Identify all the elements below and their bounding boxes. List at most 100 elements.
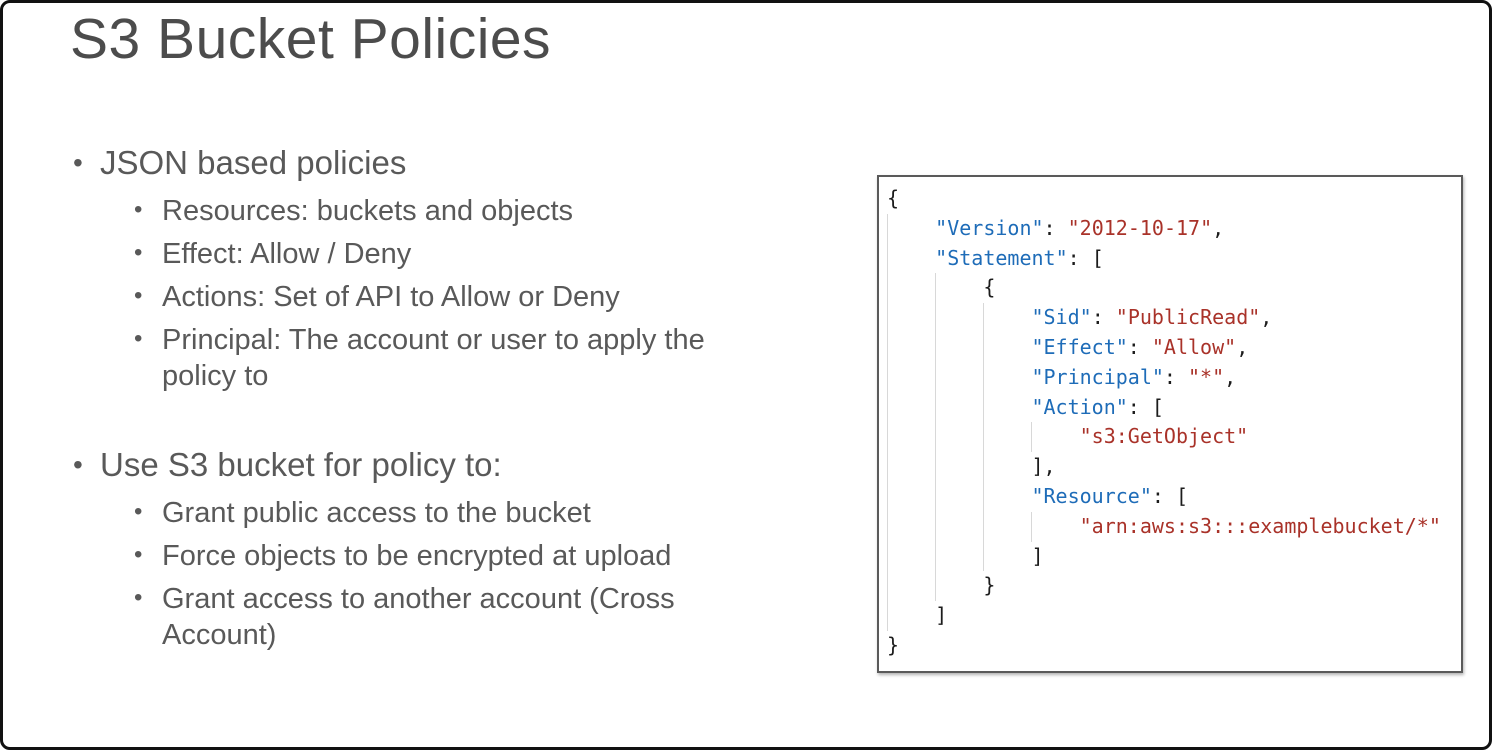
bullet-icon: • [73, 147, 83, 178]
json-key-token: "Statement" [935, 245, 1068, 270]
json-punct-token: ] [935, 603, 948, 628]
indent-guide [887, 213, 935, 244]
indent-guide [935, 303, 983, 333]
indent-guide [1031, 422, 1079, 453]
sub-bullet-label: Resources: buckets and objects [162, 195, 574, 227]
indent-guide [983, 422, 1031, 453]
bullet-icon: • [73, 449, 83, 480]
json-string-token: "arn:aws:s3:::examplebucket/*" [1079, 513, 1441, 538]
indent-guide [887, 332, 935, 363]
json-punct-token: } [887, 632, 900, 657]
indent-guide [983, 511, 1031, 542]
indent-guide [935, 332, 983, 363]
indent-guide [887, 362, 935, 393]
json-code-panel: {"Version": "2012-10-17","Statement": [{… [877, 175, 1463, 673]
code-line: "Version": "2012-10-17", [887, 213, 1457, 244]
sub-bullet-item: • Grant public access to the bucket [70, 495, 773, 531]
indent-guide [935, 541, 983, 572]
code-line: "s3:GetObject" [887, 422, 1457, 453]
indent-guide [887, 601, 935, 631]
sub-bullet-icon: • [134, 325, 143, 352]
indent-guide [983, 452, 1031, 482]
sub-bullet-icon: • [134, 498, 143, 525]
indent-guide [887, 303, 935, 333]
indent-guide [935, 362, 983, 393]
json-string-token: "s3:GetObject" [1079, 424, 1249, 449]
json-punct-token: { [887, 186, 900, 210]
indent-guide [935, 273, 983, 304]
code-line: "Action": [ [887, 392, 1457, 423]
indent-guide [983, 392, 1031, 423]
json-punct-token: , [1224, 364, 1237, 389]
indent-guide [935, 422, 983, 453]
json-punct-token: : [1127, 334, 1152, 359]
json-punct-token: , [1212, 215, 1225, 240]
json-punct-token: ] [1031, 543, 1044, 568]
code-line: ] [887, 541, 1457, 572]
code-line: { [887, 273, 1457, 304]
bullet-list: • JSON based policies • Resources: buckets … [70, 140, 794, 653]
indent-guide [983, 541, 1031, 572]
json-punct-token: ], [1031, 454, 1056, 479]
bullet-item: • Use S3 bucket for policy to: [70, 442, 794, 488]
json-punct-token: : [1091, 305, 1116, 330]
indent-guide [887, 571, 935, 602]
json-string-token: "*" [1188, 364, 1225, 389]
indent-guide [887, 481, 935, 512]
sub-bullet-icon: • [134, 282, 143, 309]
json-punct-token: : [ [1067, 245, 1104, 270]
sub-bullet-item: • Principal: The account or user to apply… [70, 322, 773, 394]
bullet-item-label: JSON based policies [100, 144, 407, 181]
indent-guide [887, 392, 935, 423]
code-line: "Principal": "*", [887, 362, 1457, 393]
indent-guide [983, 481, 1031, 512]
json-key-token: "Effect" [1031, 334, 1128, 359]
indent-guide [983, 362, 1031, 393]
indent-guide [887, 243, 935, 274]
json-string-token: "Allow" [1151, 334, 1237, 359]
json-punct-token: : [1043, 215, 1068, 240]
sub-bullet-label: Principal: The account or user to apply … [162, 324, 705, 392]
indent-guide [887, 511, 935, 542]
json-key-token: "Resource" [1031, 483, 1152, 508]
sub-bullet-label: Grant public access to the bucket [162, 497, 591, 529]
code-line: ], [887, 452, 1457, 482]
bullet-item-label: Use S3 bucket for policy to: [100, 446, 502, 483]
code-line: "Sid": "PublicRead", [887, 303, 1457, 333]
bullet-section: • Use S3 bucket for policy to: • Grant publ… [70, 442, 794, 653]
indent-guide [983, 332, 1031, 363]
sub-bullet-label: Force objects to be encrypted at upload [162, 540, 672, 572]
json-key-token: "Principal" [1031, 364, 1164, 389]
sub-bullet-item: •Grant access to another account (Cross … [70, 581, 773, 653]
sub-bullet-label: Grant access to another account (Cross A… [162, 583, 675, 651]
sub-bullet-icon: • [134, 239, 143, 266]
sub-bullet-icon: • [134, 196, 143, 223]
sub-bullet-item: • Resources: buckets and objects [70, 193, 773, 229]
sub-bullet-item: • Effect: Allow / Deny [70, 236, 773, 272]
code-line: "Effect": "Allow", [887, 332, 1457, 363]
indent-guide [887, 422, 935, 453]
json-punct-token: : [1163, 364, 1189, 389]
json-string-token: "2012-10-17" [1067, 215, 1213, 240]
code-line: "Statement": [ [887, 243, 1457, 274]
code-line: "arn:aws:s3:::examplebucket/*" [887, 511, 1457, 542]
bullet-item: • JSON based policies [70, 140, 794, 186]
sub-bullet-icon: • [134, 541, 143, 568]
sub-bullet-label: Effect: Allow / Deny [162, 238, 412, 270]
bullet-section: • JSON based policies • Resources: buckets … [70, 140, 794, 394]
sub-bullet-item: • Actions: Set of API to Allow or Deny [70, 279, 773, 315]
json-punct-token: , [1236, 334, 1249, 359]
indent-guide [935, 571, 983, 602]
sub-bullet-label: Actions: Set of API to Allow or Deny [162, 281, 620, 313]
code-line: } [887, 571, 1457, 602]
indent-guide [935, 511, 983, 542]
indent-guide [887, 452, 935, 482]
indent-guide [887, 273, 935, 304]
json-punct-token: { [983, 275, 996, 300]
indent-guide [935, 481, 983, 512]
indent-guide [1031, 511, 1079, 542]
code-line: "Resource": [ [887, 481, 1457, 512]
code-line: ] [887, 601, 1457, 631]
indent-guide [935, 452, 983, 482]
